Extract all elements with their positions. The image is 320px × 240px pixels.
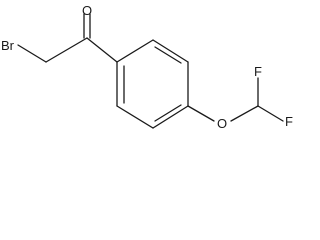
atom-carbonyl-oxygen: O [82, 3, 92, 18]
ring-bond-4 [152, 105, 189, 129]
atom-fluorine-top: F [254, 64, 262, 79]
bond-carbonyl-ring [86, 37, 118, 63]
bond-ring-oxygen [187, 105, 215, 122]
atom-labels: Br O O F F [1, 3, 293, 131]
atom-fluorine-right: F [285, 114, 293, 129]
ring-inner-bond-b [154, 104, 182, 122]
bond-c-f-right [257, 105, 284, 122]
bonds [17, 13, 284, 129]
bond-br-ch2 [17, 44, 47, 63]
ring-inner-bond-a [154, 46, 182, 64]
bond-oxygen-chf2 [230, 105, 259, 122]
ring-bond-5 [116, 105, 154, 129]
atom-ether-oxygen: O [217, 116, 227, 131]
atom-bromine: Br [1, 38, 15, 53]
ring-bond-1 [116, 39, 154, 63]
ring-bond-2 [152, 39, 189, 63]
bond-ch2-carbonyl [45, 37, 88, 63]
structure-diagram: Br O O F F [1, 3, 293, 131]
